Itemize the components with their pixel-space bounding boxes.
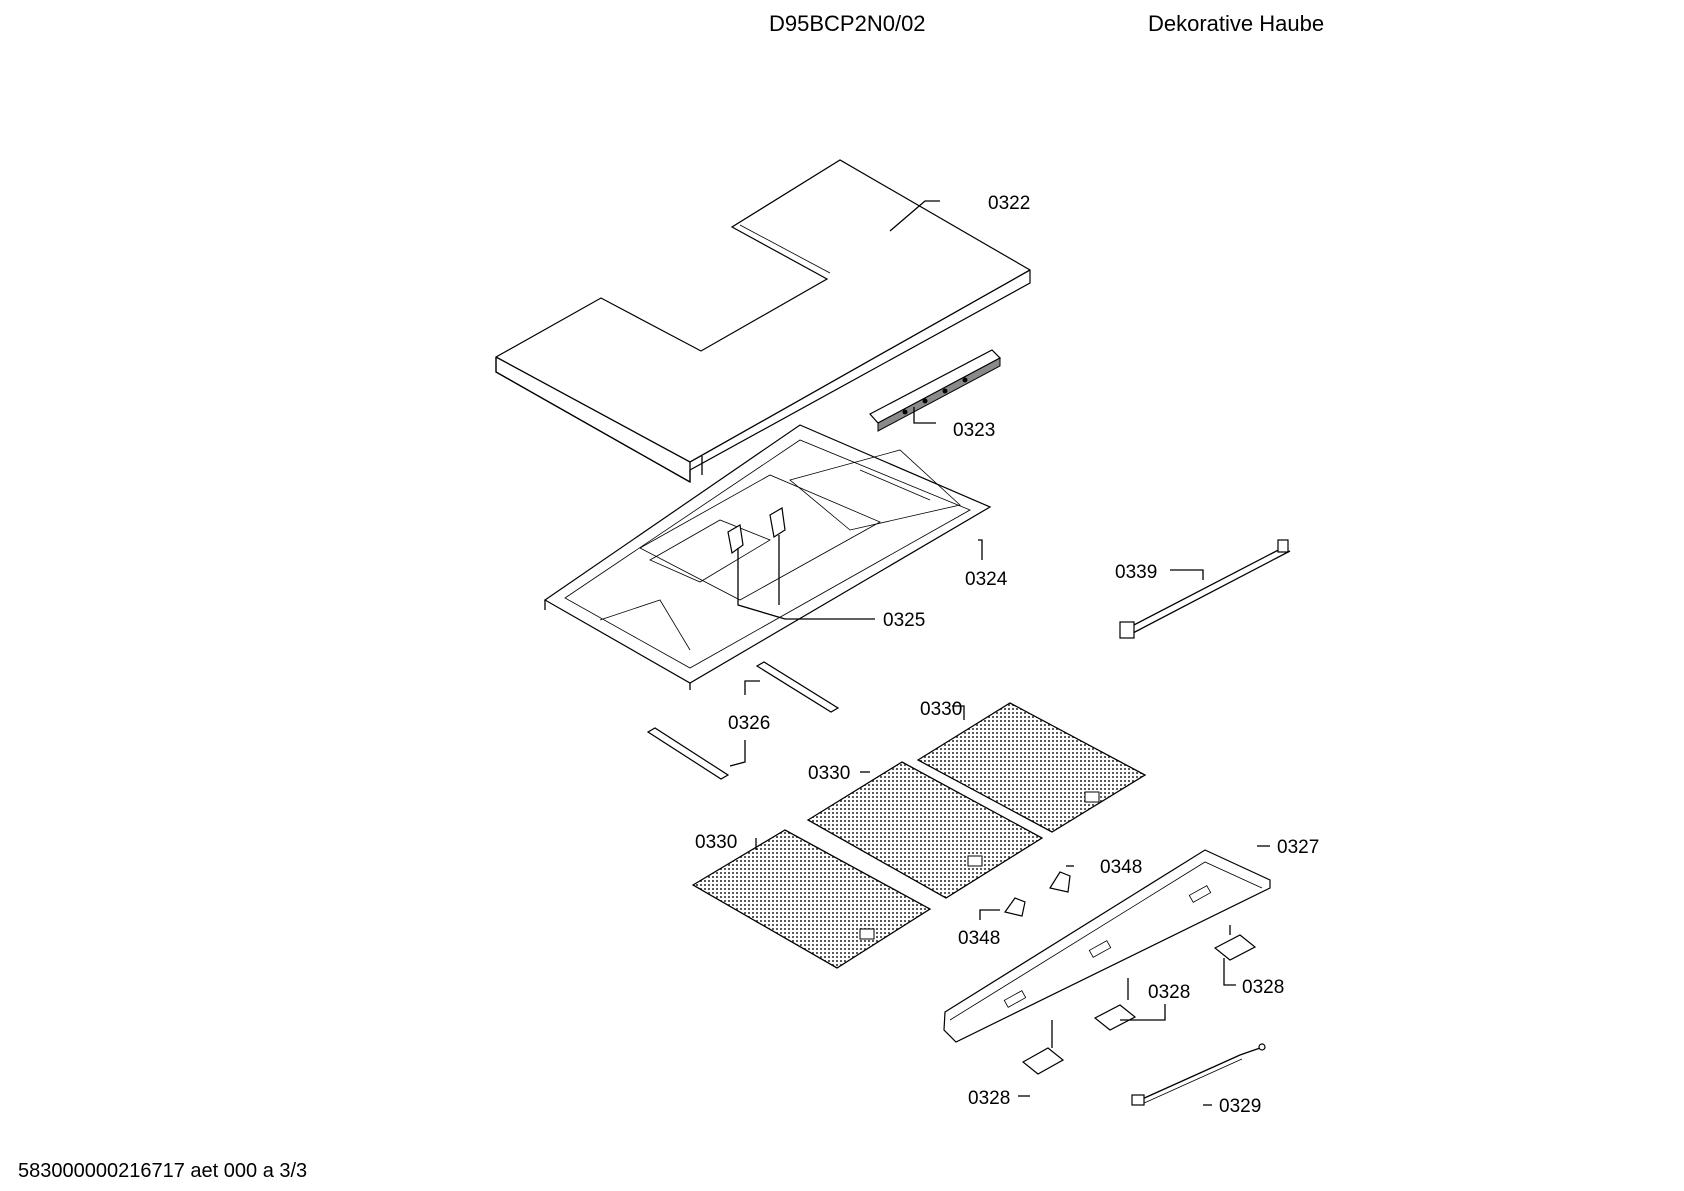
cover-plate-0322 (495, 159, 1031, 484)
label-0348-upper: 0348 (1100, 857, 1142, 878)
hood-tray-0324 (543, 424, 992, 690)
label-0324: 0324 (965, 569, 1008, 590)
diagram-title: Dekorative Haube (1148, 11, 1325, 36)
wire-harness-0329 (1131, 1043, 1266, 1106)
switch-0328-right (1213, 925, 1257, 961)
label-0328-front: 0328 (968, 1088, 1010, 1109)
label-0327: 0327 (1277, 837, 1319, 858)
bracket-0325-left (727, 524, 744, 555)
label-0329: 0329 (1219, 1096, 1261, 1117)
clip-0326-lower (646, 727, 730, 780)
switch-0328-middle (1093, 978, 1137, 1031)
grease-filter-0330-middle (806, 761, 1044, 899)
knob-0348-lower (1003, 897, 1026, 917)
label-0348-lower: 0348 (958, 928, 1000, 949)
grease-filter-0330-front (691, 829, 932, 969)
label-0328-middle: 0328 (1148, 982, 1190, 1003)
control-module-0323 (869, 349, 1001, 432)
label-0330-front: 0330 (695, 832, 737, 853)
label-0322: 0322 (988, 193, 1030, 214)
document-code: 583000000216717 aet 000 a 3/3 (18, 1160, 308, 1182)
label-0330-back: 0330 (920, 699, 962, 720)
label-0326: 0326 (728, 713, 770, 734)
label-0325: 0325 (883, 610, 925, 631)
switch-0328-front (1021, 1020, 1065, 1075)
knob-0348-upper (1049, 871, 1071, 893)
clip-0326-upper (755, 661, 840, 713)
model-number: D95BCP2N0/02 (769, 11, 926, 36)
bracket-0325-right (769, 507, 786, 538)
label-0330-middle: 0330 (808, 763, 850, 784)
label-0339: 0339 (1115, 562, 1157, 583)
label-0328-right: 0328 (1242, 977, 1284, 998)
grease-filter-0330-back (916, 702, 1147, 833)
cable-0339 (1119, 539, 1291, 639)
control-panel-strip-0327 (943, 849, 1271, 1043)
label-0323: 0323 (953, 420, 995, 441)
